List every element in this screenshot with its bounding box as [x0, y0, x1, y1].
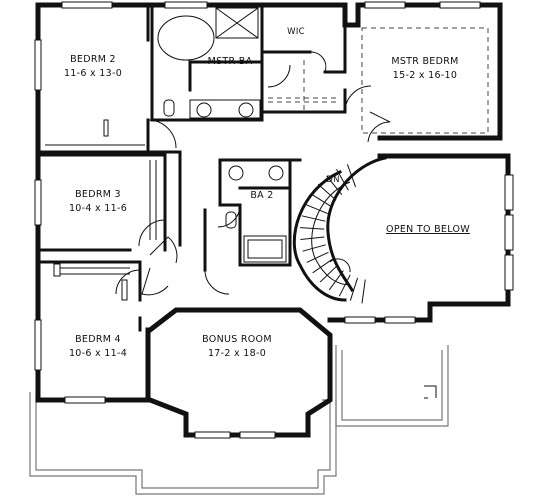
room-name-ba2: BA 2 [250, 190, 273, 201]
room-name-mstr-bedrm: MSTR BEDRM [391, 56, 458, 67]
room-name-open-below: OPEN TO BELOW [386, 224, 470, 235]
room-dims-bedrm4: 10-6 x 11-4 [69, 348, 127, 359]
staircase [292, 156, 387, 304]
closet-details [45, 27, 489, 301]
room-name-bedrm2: BEDRM 2 [70, 54, 116, 65]
stair-tread [349, 277, 359, 301]
room-dims-bedrm3: 10-4 x 11-6 [69, 203, 127, 214]
stair-tread [300, 227, 325, 230]
room-name-mstr-ba: MSTR BA [208, 56, 253, 67]
stair-tread [319, 264, 338, 283]
door-swings [115, 51, 391, 296]
stair-direction-label: DN [326, 175, 340, 185]
stair-tread [300, 236, 325, 240]
room-labels: BEDRM 2 11-6 x 13-0 MSTR BA WIC MSTR BED… [64, 27, 470, 359]
stair-tread [317, 183, 337, 201]
room-dims-mstr-bedrm: 15-2 x 16-10 [393, 70, 457, 81]
bath-fixtures [157, 7, 287, 263]
stair-tread [305, 203, 328, 215]
interior-walls [36, 3, 347, 332]
room-name-bedrm4: BEDRM 4 [75, 334, 121, 345]
stair-tread [310, 193, 332, 208]
stair-tread [338, 274, 351, 297]
deck-outline [29, 345, 449, 495]
room-name-bonus: BONUS ROOM [202, 334, 272, 345]
stair-tread [306, 251, 329, 263]
stair-tread [302, 244, 326, 252]
stair-tread [312, 258, 333, 274]
room-dims-bedrm2: 11-6 x 13-0 [64, 68, 122, 79]
room-name-wic: WIC [287, 27, 305, 37]
room-dims-bonus: 17-2 x 18-0 [208, 348, 266, 359]
stair-tread [361, 279, 366, 304]
stair-tread [326, 175, 343, 196]
windows [34, 1, 514, 439]
stair-tread [336, 169, 349, 191]
stair-tread [301, 215, 326, 222]
stair-tread [328, 270, 344, 291]
room-name-bedrm3: BEDRM 3 [75, 189, 121, 200]
stair-tread [346, 164, 357, 188]
